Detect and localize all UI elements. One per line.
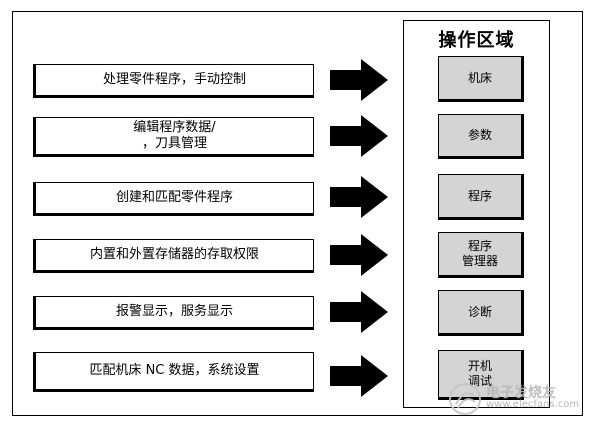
operation-area-title: 操作区域 — [438, 30, 515, 51]
arrow-right-icon — [330, 115, 388, 157]
function-box-alarm-service-display: 报警显示，服务显示 — [33, 296, 314, 330]
arrow-right-icon — [330, 59, 388, 101]
function-box-nc-data-system-settings: 匹配机床 NC 数据，系统设置 — [33, 352, 314, 392]
machine-button[interactable]: 机床 — [438, 56, 524, 102]
program-manager-button[interactable]: 程序 管理器 — [438, 232, 524, 278]
program-button[interactable]: 程序 — [438, 174, 524, 220]
diagnosis-button[interactable]: 诊断 — [438, 290, 524, 336]
parameter-button[interactable]: 参数 — [438, 114, 524, 159]
function-box-part-program-handling: 处理零件程序，手动控制 — [33, 64, 314, 98]
function-box-storage-access: 内置和外置存储器的存取权限 — [33, 239, 314, 273]
watermark: 电子发烧友 www.elecfans.com — [448, 382, 579, 416]
watermark-url: www.elecfans.com — [486, 399, 580, 410]
arrow-right-icon — [330, 291, 388, 333]
watermark-name: 电子发烧友 — [486, 385, 556, 401]
elecfans-logo-icon — [449, 383, 481, 415]
arrow-right-icon — [330, 176, 388, 218]
arrow-right-icon — [330, 234, 388, 276]
function-box-program-data-editing: 编辑程序数据/ ，刀具管理 — [33, 117, 314, 157]
arrow-right-icon — [330, 355, 388, 397]
function-box-create-match-program: 创建和匹配零件程序 — [33, 182, 314, 216]
